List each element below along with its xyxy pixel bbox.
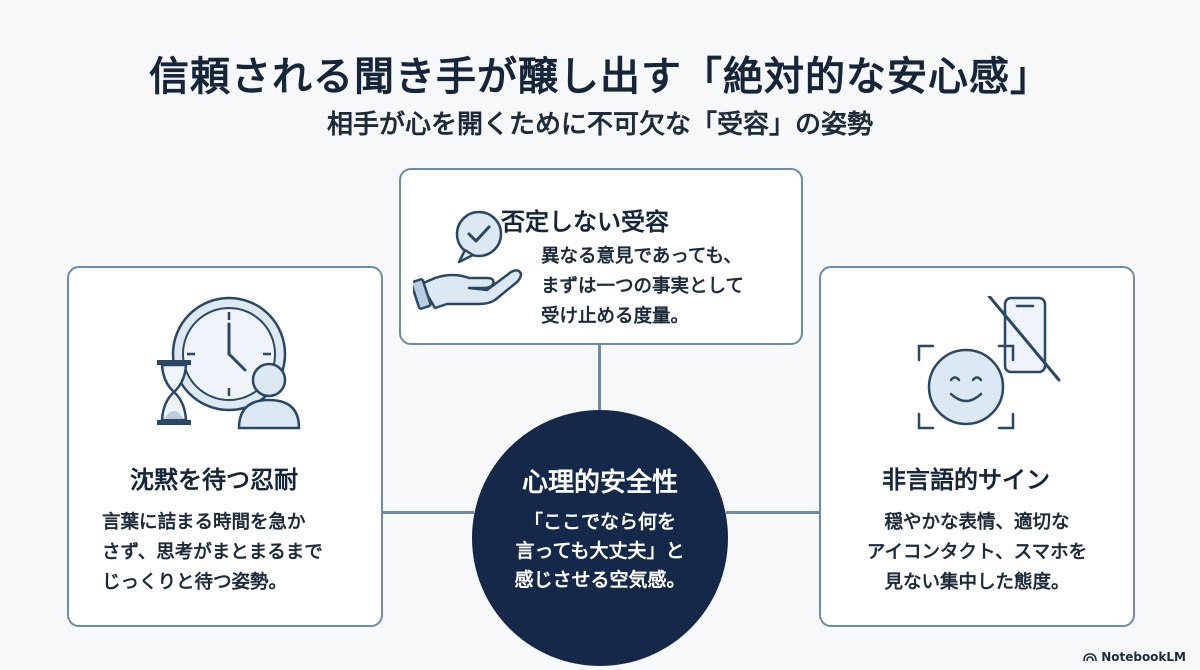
card-acceptance: 否定しない受容 異なる意見であっても、 まずは一つの事実として 受け止める度量。: [399, 168, 803, 345]
card-patience-body: 言葉に詰まる時間を急か さず、思考がまとまるまで じっくりと待つ姿勢。: [102, 508, 323, 598]
card-acceptance-line-1: 異なる意見であっても、: [541, 246, 742, 267]
connector-left: [382, 511, 474, 514]
connector-top: [598, 344, 601, 412]
center-line-3: 感じさせる空気感。: [514, 569, 686, 591]
notebooklm-logo-icon: [1083, 653, 1097, 662]
center-title: 心理的安全性: [521, 468, 678, 498]
card-nonverbal-body: 穏やかな表情、適切な アイコンタクト、スマホを 見ない集中した態度。: [849, 508, 1105, 598]
brand-logo: NotebookLM: [1083, 650, 1186, 664]
center-line-1: 「ここでなら何を: [523, 511, 676, 533]
hand-with-check-bubble-icon: [413, 210, 523, 310]
smiley-face-no-phone-icon: [917, 296, 1061, 430]
card-acceptance-line-3: 受け止める度量。: [541, 306, 690, 327]
brand-label: NotebookLM: [1101, 650, 1186, 664]
center-circle-psychological-safety: 心理的安全性 「ここでなら何を 言っても大丈夫」と 感じさせる空気感。: [472, 410, 728, 666]
card-nonverbal-line-1: 穏やかな表情、適切な: [884, 512, 1070, 533]
connector-right: [726, 511, 820, 514]
card-acceptance-body: 異なる意見であっても、 まずは一つの事実として 受け止める度量。: [541, 242, 744, 332]
center-line-2: 言っても大丈夫」と: [515, 540, 685, 562]
center-body: 「ここでなら何を 言っても大丈夫」と 感じさせる空気感。: [492, 508, 708, 595]
card-nonverbal-title: 非言語的サイン: [882, 466, 1050, 494]
card-nonverbal: 非言語的サイン 穏やかな表情、適切な アイコンタクト、スマホを 見ない集中した態…: [819, 266, 1135, 627]
page-subtitle: 相手が心を開くために不可欠な「受容」の姿勢: [326, 110, 873, 140]
card-acceptance-line-2: まずは一つの事実として: [541, 276, 744, 297]
clock-hourglass-person-icon: [157, 296, 301, 430]
card-nonverbal-line-3: 見ない集中した態度。: [884, 572, 1070, 593]
card-patience-line-1: 言葉に詰まる時間を急か: [102, 512, 306, 533]
card-patience: 沈黙を待つ忍耐 言葉に詰まる時間を急か さず、思考がまとまるまで じっくりと待つ…: [67, 266, 383, 627]
card-acceptance-title: 否定しない受容: [501, 208, 669, 236]
card-patience-title: 沈黙を待つ忍耐: [130, 466, 298, 494]
card-patience-line-3: じっくりと待つ姿勢。: [102, 572, 288, 593]
card-nonverbal-line-2: アイコンタクト、スマホを: [866, 542, 1088, 563]
page-title: 信頼される聞き手が醸し出す「絶対的な安心感」: [149, 54, 1051, 100]
card-patience-line-2: さず、思考がまとまるまで: [102, 542, 323, 563]
